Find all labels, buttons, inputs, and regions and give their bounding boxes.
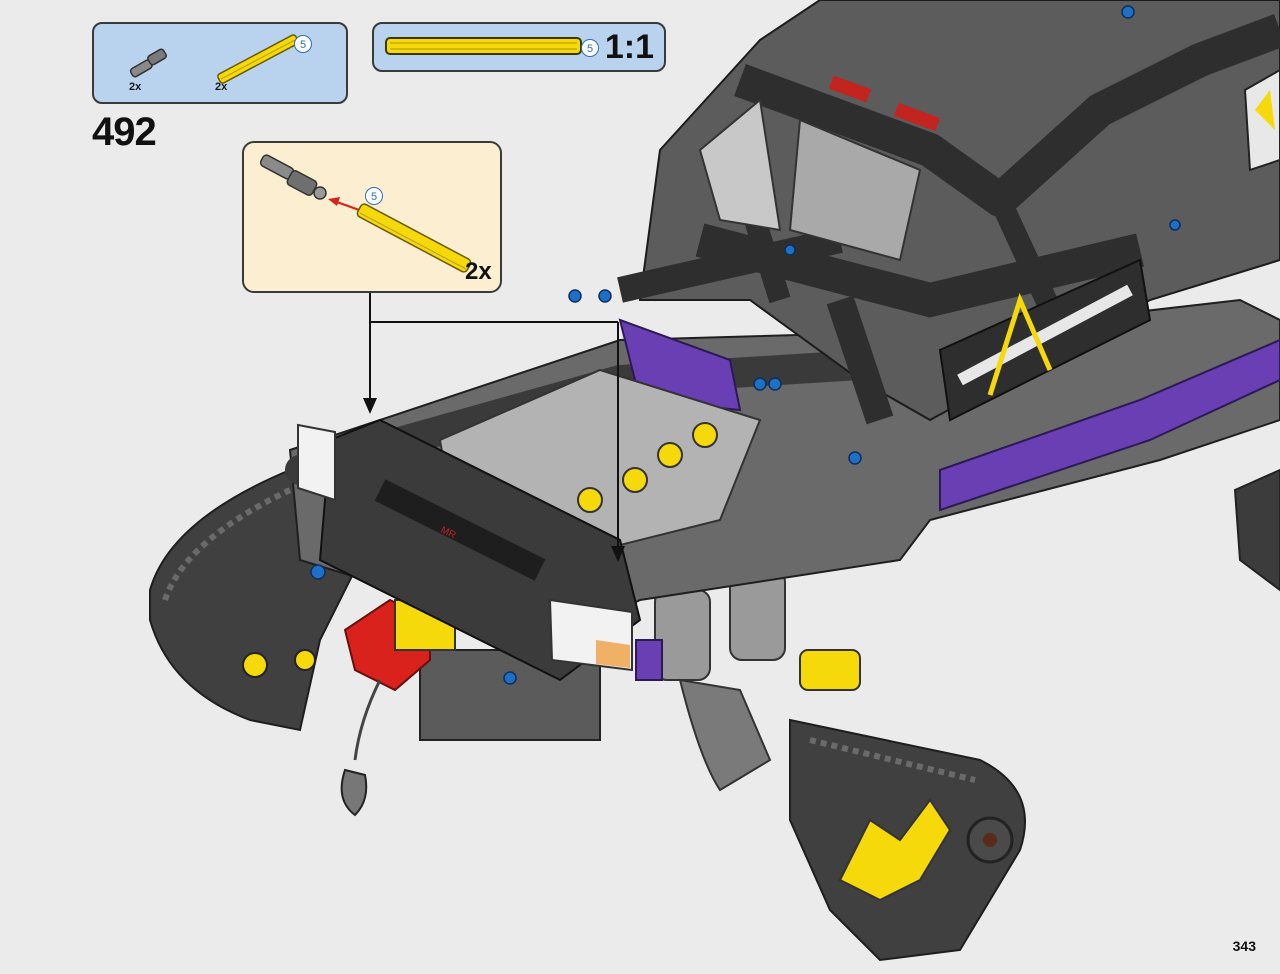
axle-pin-icon (259, 154, 327, 200)
scale-reference-panel: 5 1:1 (372, 22, 666, 72)
axle-icon (217, 34, 299, 84)
axle-pin-icon (129, 48, 167, 78)
insert-arrow-icon (328, 197, 363, 212)
scale-axle (385, 37, 582, 55)
front-track (789, 718, 1026, 962)
step-number: 492 (92, 110, 157, 154)
scale-label: 1:1 (604, 28, 654, 66)
roll-cage (617, 0, 1280, 425)
sub-step-art (259, 154, 472, 273)
sub-step-qty: 2x (465, 258, 492, 285)
rear-track (1233, 468, 1280, 592)
page-number: 343 (1232, 938, 1256, 954)
axle-qty: 2x (215, 81, 228, 93)
parts-list-art (129, 34, 299, 84)
chassis: MR (285, 298, 1280, 682)
axle-length-badge: 5 (294, 35, 312, 53)
axle-pin-qty: 2x (129, 81, 142, 93)
parts-list-panel: 2x 2x 5 (92, 22, 348, 104)
scale-length-badge: 5 (581, 39, 599, 57)
blue-pins (310, 5, 1181, 685)
sub-step-length-badge: 5 (365, 187, 383, 205)
axle-icon (356, 203, 472, 273)
winch (340, 598, 456, 817)
sub-step-callout: 5 2x (242, 141, 502, 293)
